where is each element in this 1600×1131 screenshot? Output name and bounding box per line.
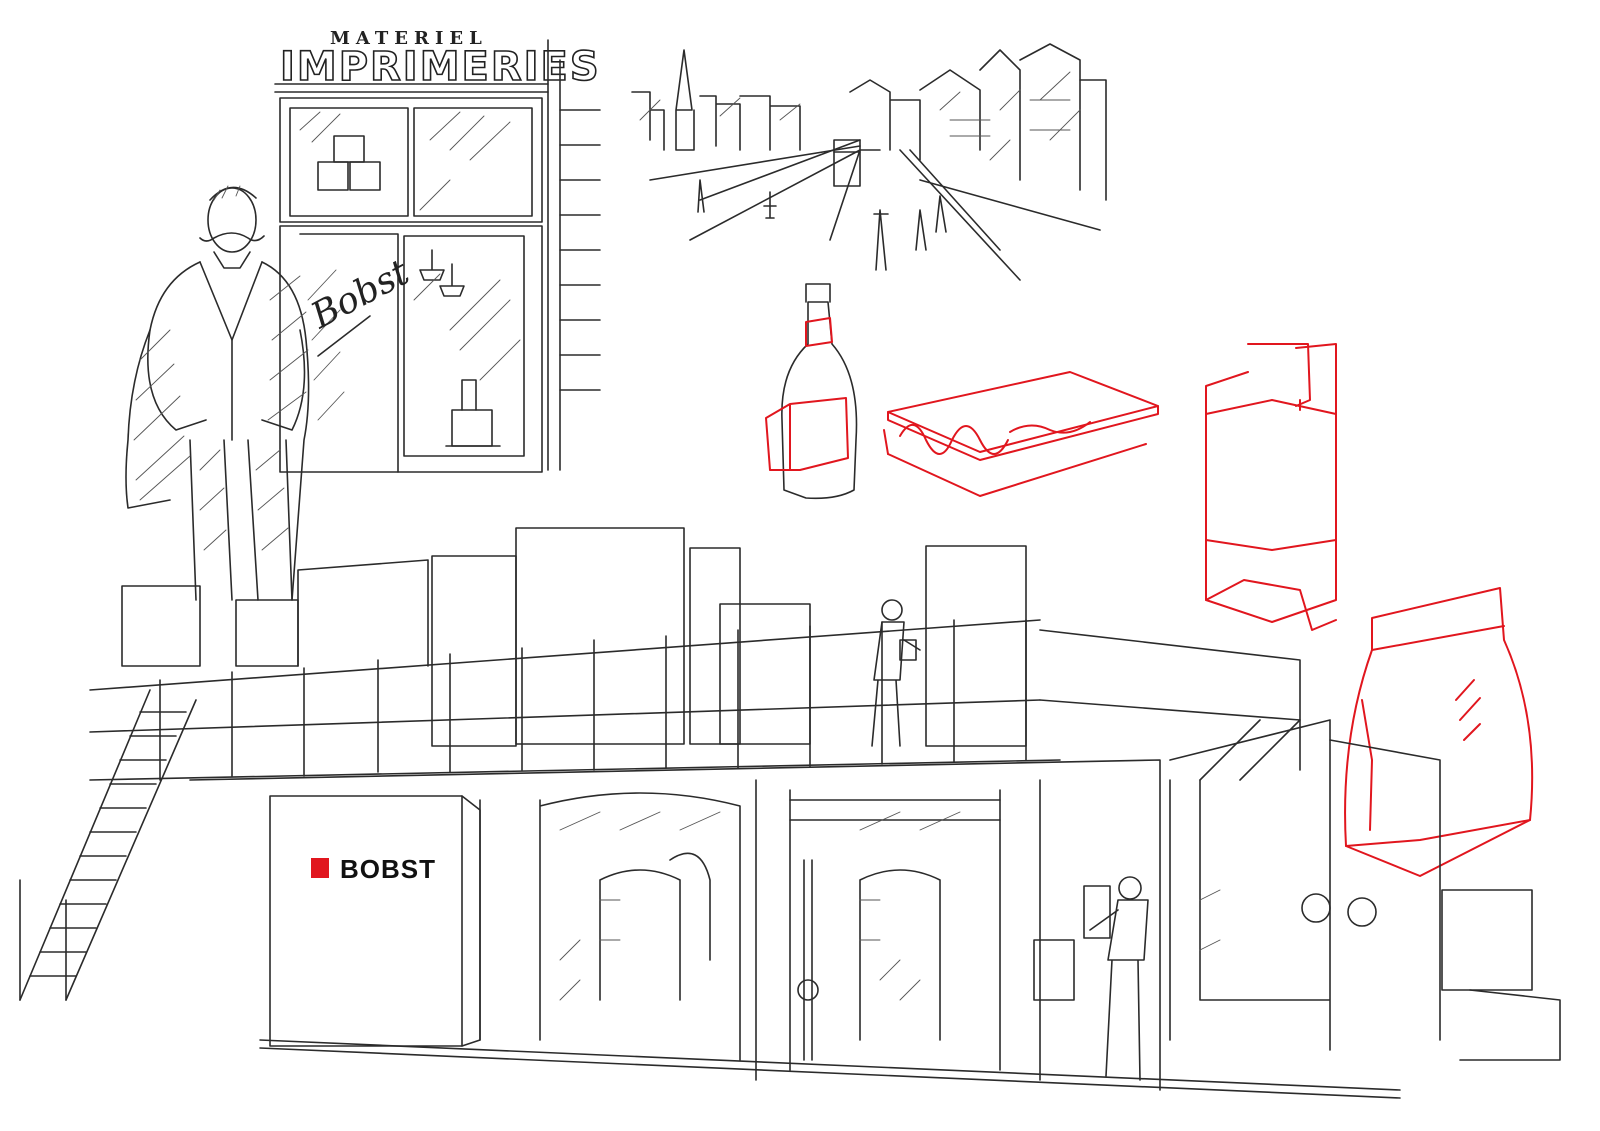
printing-machine: BOBST [19,527,1561,1099]
operator-lower [1083,876,1149,1081]
bottle-drawing [765,283,858,500]
corrugated-board-drawing [883,371,1159,497]
folding-carton-drawing [1205,343,1337,631]
brand-logo-text: BOBST [340,854,436,884]
sign-main-text: IMPRIMERIES [280,44,601,90]
founder-figure [125,185,310,601]
pouch-drawing [1344,587,1534,877]
sign-top-text: MATERIEL [330,28,488,49]
town-sketch [631,43,1107,281]
operator-upper [871,599,921,747]
shopfront: MATERIEL IMPRIMERIES [274,28,601,473]
brand-logo-square [311,858,329,878]
